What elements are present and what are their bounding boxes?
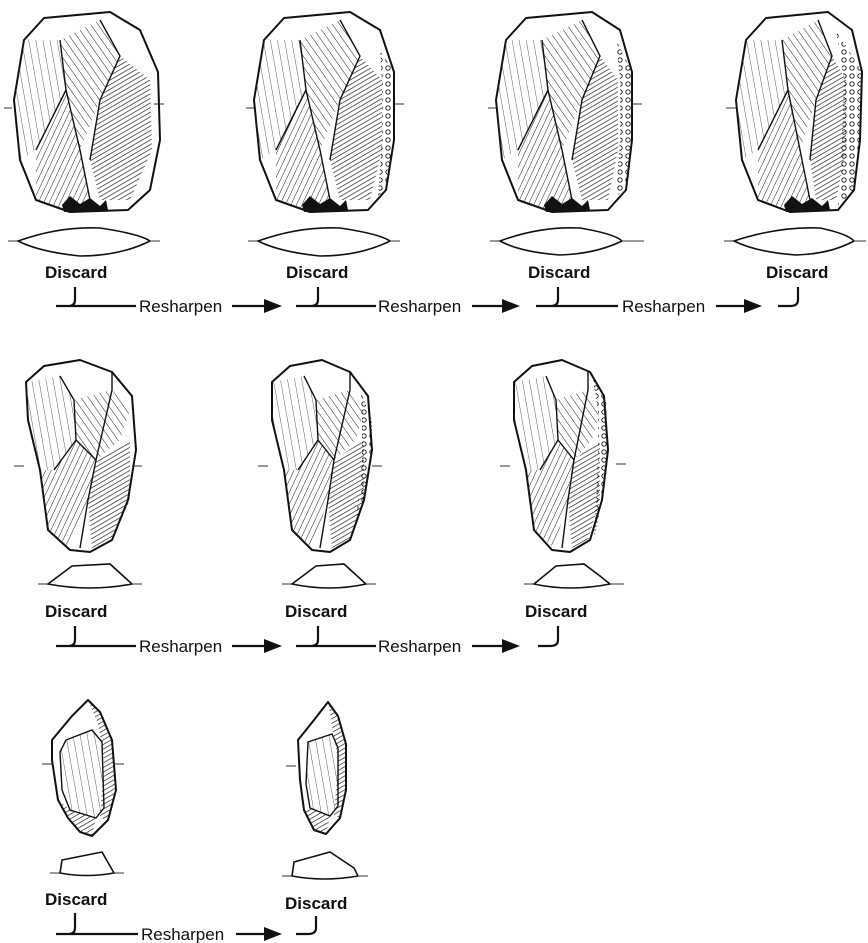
row3-discard-hook-2	[296, 916, 316, 934]
row1-resharpen-label-2: Resharpen	[378, 297, 461, 316]
row1-section-2	[248, 228, 400, 256]
row1-discard-label-1: Discard	[45, 263, 107, 282]
row2-discard-label-2: Discard	[285, 602, 347, 621]
row2-artifact-3	[514, 360, 608, 552]
row1-discard-label-2: Discard	[286, 263, 348, 282]
row1-flow-3: Resharpen	[536, 287, 762, 316]
row3-section-2	[282, 852, 368, 879]
row2-resharpen-label-2: Resharpen	[378, 637, 461, 656]
row1-artifact-2	[254, 12, 394, 212]
row1-section-1	[8, 228, 160, 256]
row2-artifact-2	[272, 360, 372, 552]
row2-discard-label-1: Discard	[45, 602, 107, 621]
row3-artifact-1	[52, 700, 116, 836]
row2-artifact-1	[26, 360, 136, 552]
row1-artifact-4	[736, 12, 862, 212]
row1-section-4	[724, 228, 866, 255]
row1-artifact-3	[496, 12, 632, 212]
row3-discard-label-1: Discard	[45, 890, 107, 909]
row1-discard-label-3: Discard	[528, 263, 590, 282]
row3-section-1	[50, 852, 124, 876]
row1-section-3	[490, 228, 644, 255]
row3-flow-1: Resharpen	[56, 913, 282, 943]
row3-resharpen-label-1: Resharpen	[141, 925, 224, 943]
row2-section-2	[282, 564, 376, 588]
row2-flow-1: Resharpen	[56, 626, 282, 656]
row1-discard-hook-4	[778, 287, 798, 306]
row1-flow-1: Resharpen	[56, 287, 282, 316]
row2-flow-2: Resharpen	[296, 626, 520, 656]
row2-discard-label-3: Discard	[525, 602, 587, 621]
row2-discard-hook-3	[538, 626, 558, 646]
row1-discard-label-4: Discard	[766, 263, 828, 282]
row1-resharpen-label-3: Resharpen	[622, 297, 705, 316]
row1-artifact-1	[14, 12, 160, 212]
row1-resharpen-label-1: Resharpen	[139, 297, 222, 316]
row2-section-1	[38, 564, 142, 588]
row3-discard-label-2: Discard	[285, 894, 347, 913]
row2-resharpen-label-1: Resharpen	[139, 637, 222, 656]
row2-section-3	[524, 564, 624, 588]
row1-flow-2: Resharpen	[296, 287, 520, 316]
row3-artifact-2	[298, 702, 346, 834]
